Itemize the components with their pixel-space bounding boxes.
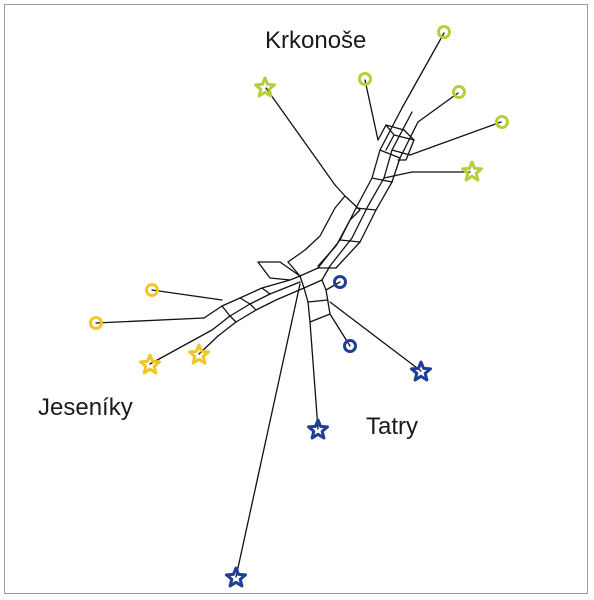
edge-krk-split-c (335, 121, 419, 269)
edge-krk-box-2 (397, 129, 415, 161)
edge-jes-leaf-3 (149, 329, 213, 365)
region-label-tatry: Tatry (366, 413, 419, 440)
edge-krk-rung-4 (339, 239, 361, 243)
edge-krk-rung-2 (371, 177, 393, 183)
jeseniky-circle-marker (89, 316, 103, 330)
edge-krk-leaf-4 (409, 121, 502, 156)
tatry-star-marker (410, 360, 432, 382)
jeseniky-star-marker (139, 353, 161, 375)
edge-tat-leaf-1 (325, 281, 341, 291)
tatry-star-marker (225, 566, 247, 588)
edge-krk-leaf-1 (401, 32, 445, 109)
region-label-jeseniky: Jeseníky (38, 394, 133, 421)
krkonose-star-marker (461, 160, 483, 182)
edge-hub-b (257, 261, 301, 281)
edge-krk-rung-6 (385, 124, 405, 131)
tatry-circle-marker (333, 275, 347, 289)
network-edges (95, 32, 502, 578)
krkonose-star-marker (254, 76, 276, 98)
edge-tat-leaf-5 (235, 283, 301, 578)
krkonose-circle-marker (452, 85, 466, 99)
edge-krk-rung-7 (393, 134, 415, 141)
edge-tat-rung-1 (307, 299, 329, 303)
edge-jes-split-c (217, 287, 305, 337)
edge-krk-leaf-6 (265, 87, 336, 186)
jeseniky-star-marker (188, 343, 210, 365)
edge-krk-leaf-2 (364, 79, 379, 141)
edge-jes-rung-1 (261, 287, 271, 295)
jeseniky-markers (89, 283, 210, 375)
edge-tat-leaf-4 (309, 321, 319, 430)
edge-hub-d (321, 265, 331, 281)
edge-jes-rung-3 (221, 305, 231, 317)
krkonose-circle-marker (358, 72, 372, 86)
edge-krk-split-d (287, 184, 346, 263)
edge-hub-e (303, 279, 323, 289)
edge-jes-rung-5 (229, 315, 237, 323)
edge-tat-split-a (303, 279, 331, 323)
edge-krk-split-e (317, 195, 361, 267)
edge-krk-rung-5 (391, 149, 411, 156)
edge-krk-split-b (329, 111, 413, 267)
edge-jes-rung-4 (249, 303, 257, 311)
edge-jes-leaf-1 (151, 289, 223, 301)
krkonose-circle-marker (495, 115, 509, 129)
edge-krk-rung-8 (383, 171, 413, 179)
edge-krk-box-1 (377, 124, 395, 151)
edge-krk-rung-3 (355, 207, 377, 211)
region-label-krkonose: Krkonoše (265, 27, 367, 54)
krkonose-markers (254, 25, 509, 182)
krkonose-circle-marker (437, 25, 451, 39)
tatry-circle-marker (343, 339, 357, 353)
tatry-markers (225, 275, 432, 588)
edge-jes-rung-2 (239, 297, 251, 305)
edge-krk-split-a (317, 107, 403, 269)
edge-krk-rung-1 (379, 149, 401, 159)
edge-hub-a (257, 261, 337, 277)
edge-hub-c (287, 261, 305, 289)
edge-tat-leaf-3 (329, 301, 422, 372)
figure-frame (4, 4, 588, 594)
jeseniky-circle-marker (145, 283, 159, 297)
edge-krk-leaf-3 (417, 92, 459, 123)
edge-jes-leaf-2 (95, 317, 205, 324)
edge-jes-split-b (211, 281, 301, 331)
tatry-star-marker (307, 418, 329, 440)
